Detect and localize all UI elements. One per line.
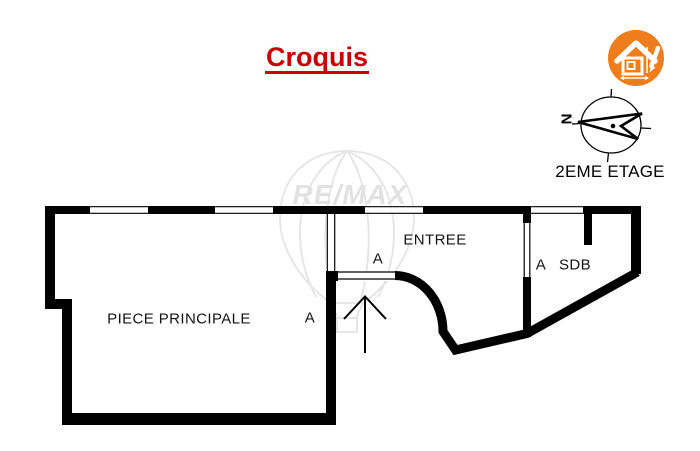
house-plan-logo-icon [608, 30, 664, 86]
bathroom-door-opening [523, 223, 531, 277]
floor-label: 2EME ETAGE [555, 162, 665, 181]
plan-walls [45, 206, 641, 425]
compass-icon [571, 88, 652, 163]
page-title: Croquis [264, 43, 370, 75]
window-openings [90, 206, 583, 214]
curved-wall [394, 268, 640, 356]
glazed-partition [326, 214, 336, 271]
room-label-sdb: SDB [558, 256, 592, 274]
entrance-arrow-icon [343, 295, 387, 353]
door-label-a-entry: A [372, 250, 384, 268]
compass-north-label: N [558, 113, 576, 125]
door-label-a-main: A [304, 309, 316, 327]
entry-door-opening [338, 271, 395, 281]
room-label-entree: ENTREE [403, 231, 467, 249]
door-label-a-bathroom: A [535, 256, 547, 274]
watermark-text: RE/MAX [293, 179, 409, 210]
room-label-piece-principale: PIECE PRINCIPALE [107, 310, 251, 328]
